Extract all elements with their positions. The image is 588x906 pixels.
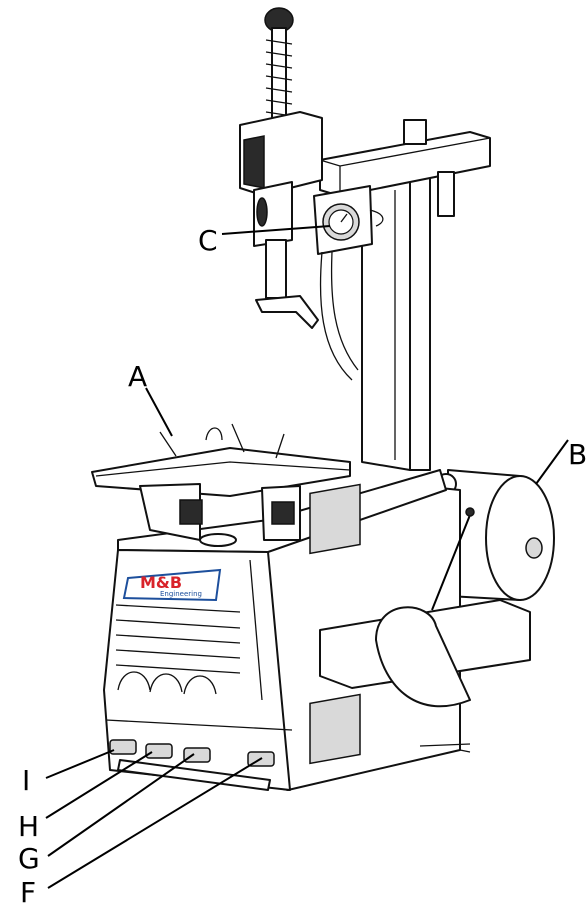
pedals <box>109 739 471 791</box>
brand-logo-subtext: Engineering <box>160 590 202 598</box>
callout-labels: A B C I H G F <box>18 224 587 906</box>
callout-label-i: I <box>22 764 30 797</box>
turntable <box>91 423 351 547</box>
callout-line-f <box>47 757 263 889</box>
callout-label-a: A <box>128 360 147 393</box>
callout-label-f: F <box>20 876 36 906</box>
brand-logo-text: M&B <box>140 573 182 592</box>
tool-shaft <box>239 7 323 329</box>
cabinet <box>103 469 461 791</box>
callout-line-i <box>45 749 115 779</box>
callout-label-b: B <box>568 438 587 471</box>
callout-label-g: G <box>18 842 40 875</box>
bead-breaker <box>319 507 531 708</box>
callout-line-h <box>45 751 153 819</box>
horizontal-arm <box>319 119 491 217</box>
callout-line-b <box>535 439 569 485</box>
callout-label-h: H <box>18 810 39 843</box>
callout-line-g <box>47 753 195 857</box>
column <box>361 169 431 471</box>
pressure-gauge <box>313 185 384 381</box>
callout-line-a <box>145 387 173 437</box>
callout-lines <box>45 225 569 889</box>
brand-logo: M&B Engineering <box>122 568 222 602</box>
callout-label-c: C <box>198 224 218 257</box>
callout-line-c <box>221 225 331 235</box>
